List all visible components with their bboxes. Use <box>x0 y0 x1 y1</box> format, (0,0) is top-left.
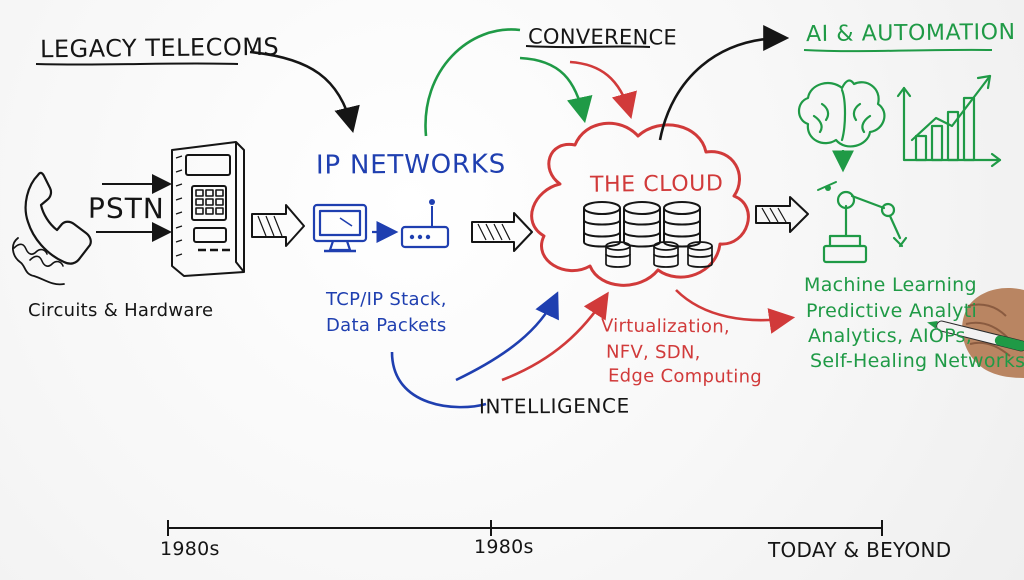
ip-caption-line-1: TCP/IP Stack, <box>326 289 447 310</box>
router-icon <box>400 199 450 249</box>
pstn-connector-lines <box>96 174 172 242</box>
legacy-to-ip-block-arrow <box>251 204 305 247</box>
convergence-title: CONVERENCE <box>527 24 678 50</box>
timeline <box>167 520 883 536</box>
ai-caption-line-1: Machine Learning <box>804 274 977 296</box>
cloud-caption-line-1: Virtualization, <box>600 315 731 338</box>
growth-chart-icon <box>896 74 1002 168</box>
block-arrows <box>251 196 809 252</box>
ai-automation-title: AI & AUTOMATION <box>805 19 1016 48</box>
ip-caption-line-2: Data Packets <box>326 315 447 336</box>
timeline-mid-label: 1980s <box>474 536 534 558</box>
legacy-underline <box>35 62 239 66</box>
switch-hardware-icon <box>171 141 245 277</box>
cloud-icon <box>530 121 750 287</box>
cloud-title: THE CLOUD <box>589 171 724 198</box>
hand-with-marker-icon <box>927 287 1024 378</box>
server-stack-icon <box>583 201 713 268</box>
ip-networks-title: IP NETWORKS <box>315 149 507 181</box>
cloud-caption-line-3: Edge Computing <box>607 365 763 388</box>
green-convergence-arc <box>424 28 521 137</box>
cloud-to-ai-block-arrow <box>755 196 809 233</box>
red-convergence-arrow <box>569 60 637 120</box>
robot-arm-icon <box>817 181 908 264</box>
intelligence-label: INTELLIGENCE <box>478 393 630 419</box>
timeline-left-label: 1980s <box>160 538 220 560</box>
ai-caption-line-4: Self-Healing Networks <box>810 350 1024 372</box>
timeline-right-label: TODAY & BEYOND <box>768 538 952 562</box>
cloud-caption-line-2: NFV, SDN, <box>605 341 701 364</box>
brain-icon <box>797 79 886 148</box>
cloud-to-ai-red-arrow <box>675 289 796 334</box>
pstn-label: PSTN <box>87 191 165 226</box>
legacy-caption: Circuits & Hardware <box>28 300 214 321</box>
blue-intelligence-arrow <box>390 296 556 409</box>
telephone-icon <box>12 171 92 286</box>
computer-monitor-icon <box>312 203 368 253</box>
legacy-telecoms-title: LEGACY TELECOMS <box>39 32 280 64</box>
cloud-feedback-to-ai-arrow <box>658 25 790 141</box>
green-convergence-arrow <box>519 56 593 124</box>
convergence-underline <box>525 45 651 49</box>
ai-caption-line-2: Predictive Analyti <box>806 300 978 322</box>
red-intelligence-arrow <box>501 291 609 382</box>
ai-caption-line-3: Analytics, AIOPs, <box>808 325 973 347</box>
ip-to-cloud-block-arrow <box>471 212 533 252</box>
ai-underline <box>803 48 993 53</box>
legacy-to-ip-arrow <box>249 50 360 134</box>
